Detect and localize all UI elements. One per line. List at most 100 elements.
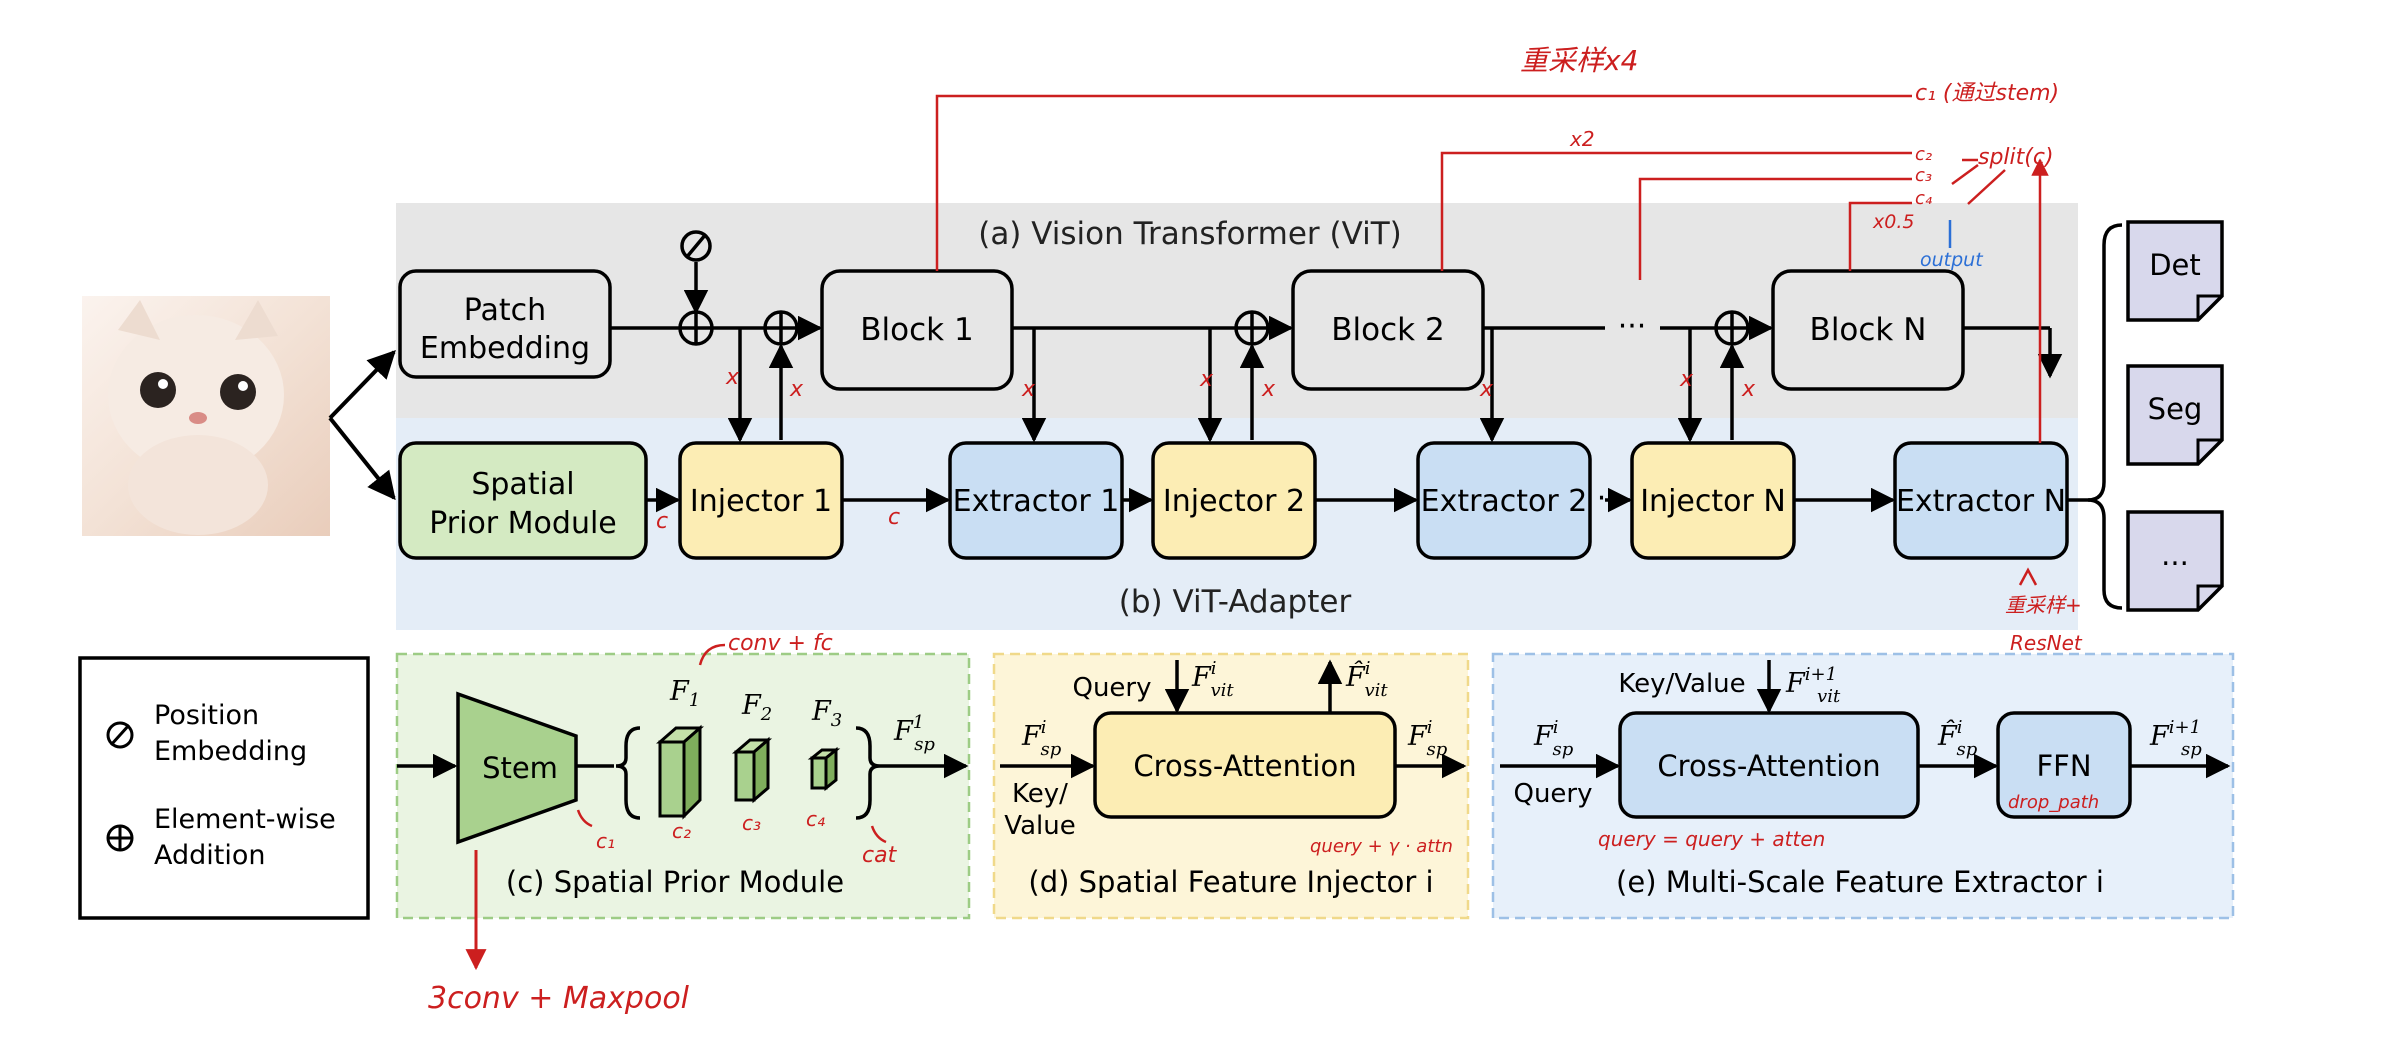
patch-embedding-label-1: Patch	[464, 293, 546, 328]
task-more-label: ...	[2161, 538, 2189, 572]
annotation-x2: x2	[1569, 127, 1595, 151]
annotation-x-2: x	[789, 377, 804, 402]
task-det-doc	[2126, 220, 2224, 322]
block-n-label: Block N	[1810, 312, 1927, 348]
annotation-x-6: x	[1479, 377, 1494, 402]
extractor-caption: (e) Multi-Scale Feature Extractor i	[1616, 865, 2104, 899]
task-more-doc	[2126, 510, 2224, 612]
vit-dots: ···	[1618, 309, 1647, 344]
legend-addition-icon	[106, 824, 134, 852]
annotation-c3: c₃	[1915, 165, 1932, 186]
annotation-x-3: x	[1021, 377, 1036, 402]
annotation-c2: c₂	[1915, 144, 1932, 165]
ffn-label: FFN	[2036, 749, 2091, 783]
input-cat-image	[82, 296, 330, 536]
position-embedding-icon	[680, 230, 712, 262]
annotation-x-5: x	[1261, 377, 1276, 402]
annotation-lines	[576, 94, 2049, 844]
task-seg-label: Seg	[2148, 392, 2203, 426]
annotation-x05: x0.5	[1872, 211, 1914, 233]
annotation-resample-resnet-1: 重采样+	[2005, 593, 2082, 617]
annotation-c1-small: c₁	[596, 829, 615, 853]
annotation-c1: c₁ (通过stem)	[1915, 81, 2059, 106]
extractor-query-label: Query	[1513, 779, 1592, 809]
annotation-c2-small: c₂	[672, 819, 691, 843]
extractor-1-label: Extractor 1	[953, 484, 1120, 519]
injector-caption: (d) Spatial Feature Injector i	[1028, 865, 1433, 899]
annotation-c4-small: c₄	[806, 807, 825, 831]
annotation-c3-small: c₃	[742, 811, 761, 835]
interaction-arrows	[727, 328, 1745, 443]
annotation-x-7: x	[1679, 367, 1694, 392]
feature-cube-f2	[731, 736, 773, 804]
legend-position-1: Position	[154, 700, 259, 731]
extractor-cross-attention-label: Cross-Attention	[1657, 749, 1880, 783]
annotation-resample-x4: 重采样x4	[1520, 44, 1638, 77]
injector-2-label: Injector 2	[1163, 484, 1305, 519]
legend-addition-2: Addition	[154, 840, 266, 871]
injector-1-label: Injector 1	[690, 484, 832, 519]
f1-label: F1	[669, 676, 700, 711]
annotation-resample-resnet-2: ResNet	[2010, 631, 2083, 655]
block-2-label: Block 2	[1331, 312, 1444, 348]
task-det-label: Det	[2149, 248, 2201, 282]
annotation-c4: c₄	[1915, 188, 1933, 209]
input-split-arrows	[328, 349, 396, 501]
spm-label-2: Prior Module	[429, 506, 617, 541]
feature-cube-f3	[807, 746, 841, 792]
stem-label: Stem	[482, 751, 558, 785]
addition-icon-4	[1714, 310, 1750, 346]
stem-trapezoid	[456, 691, 578, 845]
adapter-title: (b) ViT-Adapter	[1119, 584, 1352, 620]
task-brace	[2087, 223, 2123, 610]
spm-label-1: Spatial	[471, 467, 574, 502]
injector-n-label: Injector N	[1640, 484, 1786, 519]
annotation-x-1: x	[725, 365, 740, 390]
injector-key-label-2: Value	[1004, 811, 1075, 841]
annotation-c-1: c	[656, 509, 668, 534]
annotation-split: split(c)	[1978, 145, 2054, 170]
patch-embedding-box	[398, 269, 612, 379]
annotation-cat: cat	[862, 843, 898, 868]
annotation-query-gamma: query + γ · attn	[1310, 836, 1453, 857]
block-1-label: Block 1	[860, 312, 973, 348]
annotation-conv-maxpool: 3conv + Maxpool	[428, 981, 690, 1016]
addition-icon-2	[763, 310, 799, 346]
extractor-keyvalue-label: Key/Value	[1618, 669, 1745, 699]
feature-cube-f1	[656, 724, 704, 820]
injector-query-label: Query	[1072, 673, 1151, 703]
extractor-n-label: Extractor N	[1896, 484, 2066, 519]
f3-label: F3	[811, 696, 842, 731]
patch-embedding-label-2: Embedding	[420, 331, 590, 366]
spm-caption: (c) Spatial Prior Module	[506, 865, 844, 899]
task-seg-doc	[2126, 364, 2224, 466]
legend-position-2: Embedding	[154, 736, 307, 767]
annotation-conv-fc: conv + fc	[728, 631, 833, 656]
annotation-drop-path: drop_path	[2008, 792, 2099, 813]
annotation-x-4: x	[1199, 367, 1214, 392]
injector-key-label-1: Key/	[1012, 779, 1068, 809]
injector-cross-attention-label: Cross-Attention	[1133, 749, 1356, 783]
legend-box	[78, 656, 370, 920]
spm-left-bracket	[615, 726, 641, 820]
annotation-output: output	[1920, 249, 1984, 271]
annotation-c-2: c	[888, 505, 900, 530]
vit-title: (a) Vision Transformer (ViT)	[978, 216, 1402, 252]
annotation-query-atten: query = query + atten	[1598, 827, 1825, 851]
legend-position-embedding-icon	[106, 721, 134, 749]
extractor-2-label: Extractor 2	[1421, 484, 1588, 519]
addition-icon-3	[1234, 310, 1270, 346]
legend-addition-1: Element-wise	[154, 804, 336, 835]
addition-icon-1	[678, 310, 714, 346]
f2-label: F2	[741, 690, 772, 725]
